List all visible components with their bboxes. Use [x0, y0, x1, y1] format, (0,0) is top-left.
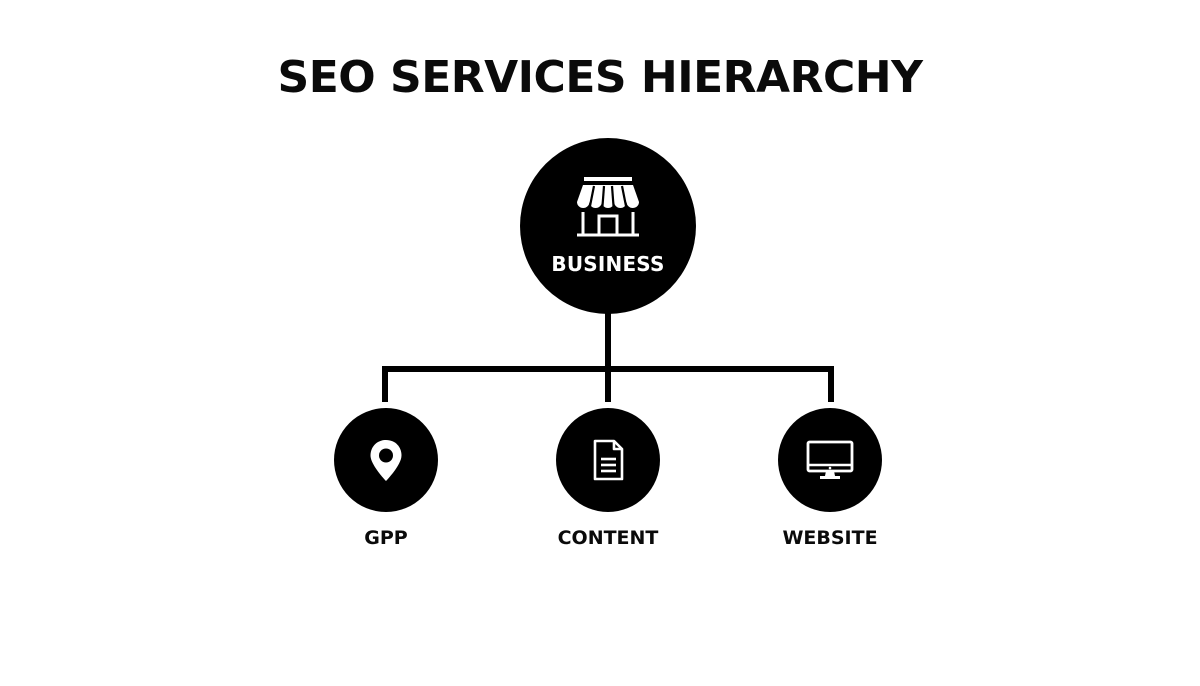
storefront-icon [577, 177, 639, 237]
map-pin-icon [370, 440, 402, 481]
child-label-website: WEBSITE [782, 527, 878, 549]
connector-drop-website [828, 366, 834, 402]
diagram-title: SEO SERVICES HIERARCHY [277, 52, 923, 103]
connector-drop-content [605, 366, 611, 402]
root-node-label: BUSINESS [551, 252, 665, 276]
child-label-content: CONTENT [557, 527, 659, 549]
child-node-gpp [334, 408, 438, 512]
child-label-gpp: GPP [364, 527, 408, 549]
monitor-icon [806, 440, 854, 479]
root-node-business: BUSINESS [520, 138, 696, 314]
document-icon [593, 439, 624, 481]
child-node-website [778, 408, 882, 512]
connector-root-trunk [605, 312, 611, 372]
child-node-content [556, 408, 660, 512]
connector-drop-gpp [382, 366, 388, 402]
